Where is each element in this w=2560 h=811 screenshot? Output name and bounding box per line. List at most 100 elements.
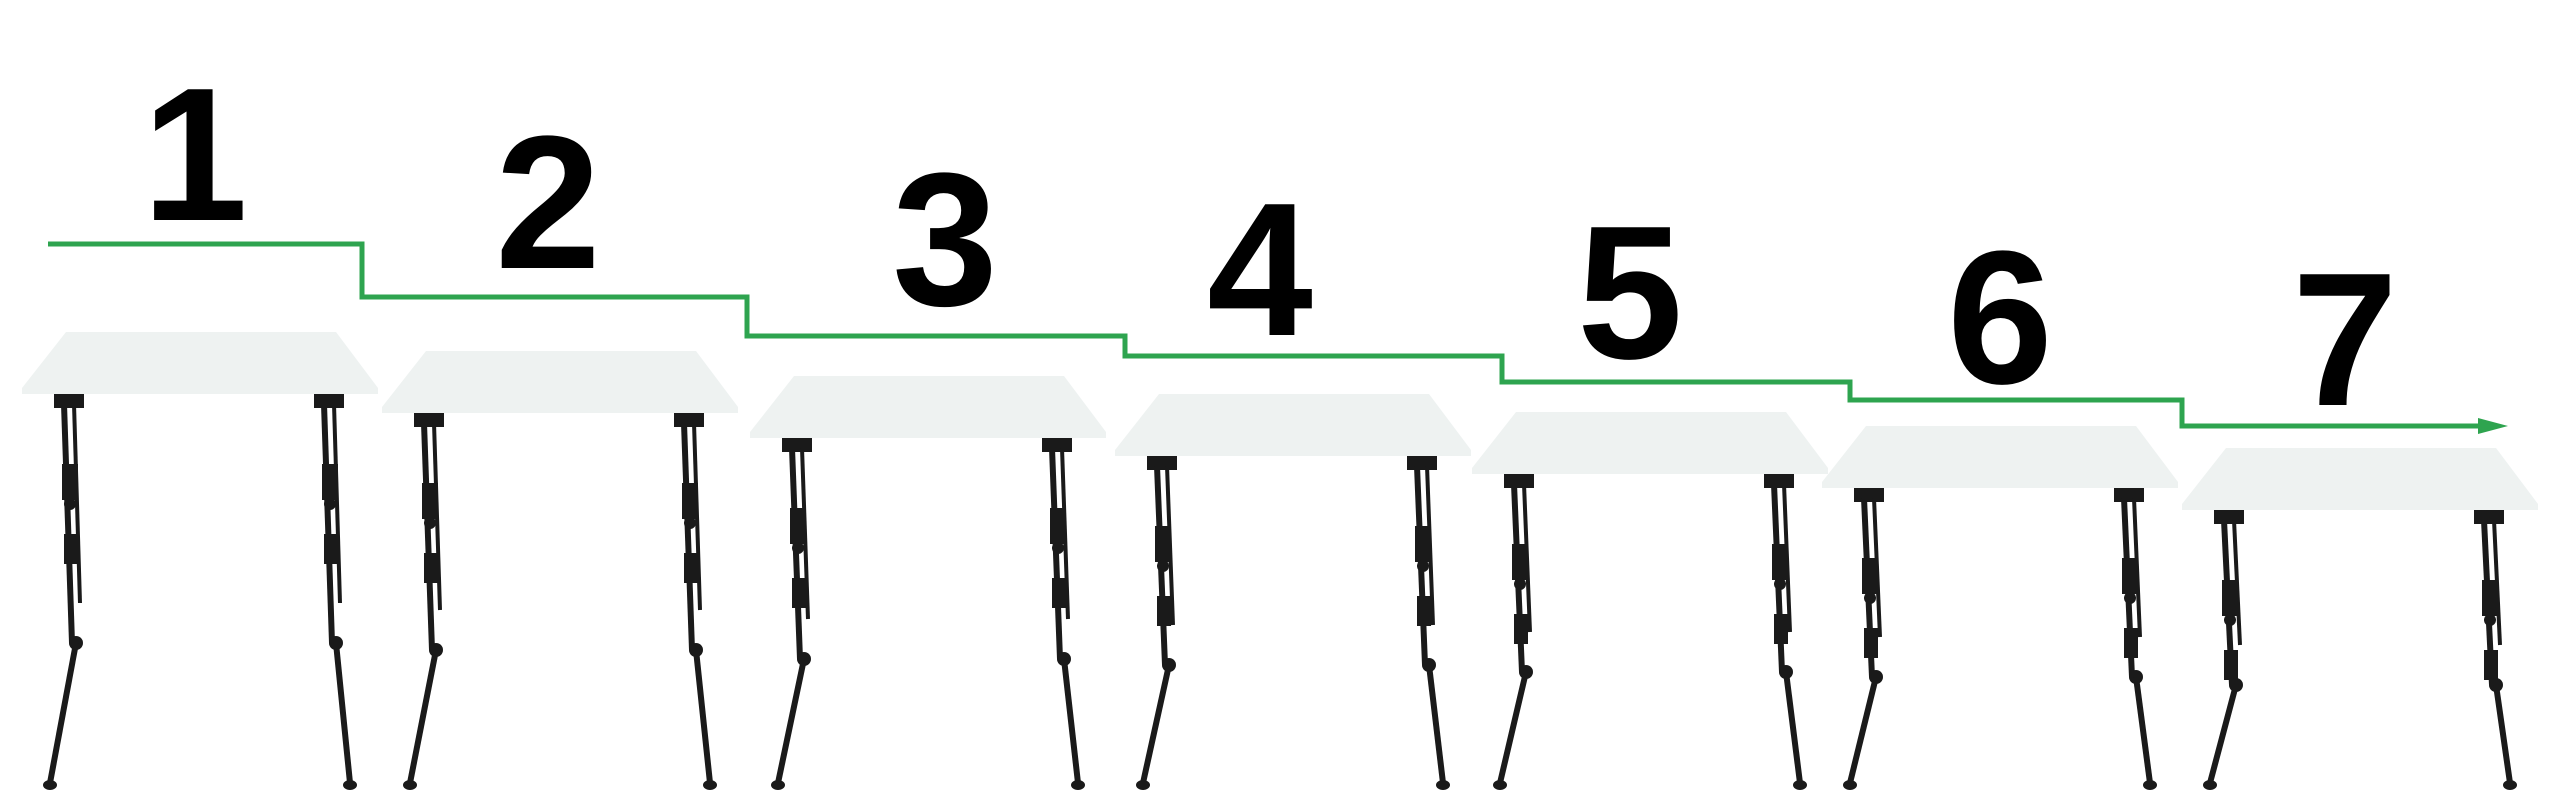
actuator bbox=[62, 464, 78, 500]
hip-bracket bbox=[1147, 456, 1177, 470]
actuator bbox=[682, 483, 698, 519]
step-number-1: 1 bbox=[142, 49, 248, 261]
thigh-rod bbox=[61, 403, 75, 644]
foot bbox=[1136, 780, 1150, 790]
platform-top bbox=[750, 376, 1106, 438]
hip-bracket bbox=[414, 413, 444, 427]
actuator bbox=[1862, 558, 1878, 594]
step-number-2: 2 bbox=[495, 97, 601, 309]
joint bbox=[1864, 592, 1876, 604]
hip-bracket bbox=[314, 394, 344, 408]
hip-bracket bbox=[1854, 488, 1884, 502]
shin bbox=[693, 649, 713, 784]
joint bbox=[1417, 560, 1429, 572]
foot bbox=[1071, 780, 1085, 790]
foot bbox=[771, 780, 785, 790]
foot bbox=[343, 780, 357, 790]
actuator bbox=[2482, 580, 2498, 616]
foot bbox=[2503, 780, 2517, 790]
shin bbox=[2493, 684, 2513, 784]
platform-top bbox=[1472, 412, 1828, 474]
hip-bracket bbox=[54, 394, 84, 408]
actuator bbox=[1774, 614, 1788, 644]
actuator bbox=[1417, 596, 1431, 626]
thigh-link bbox=[332, 403, 342, 604]
left-leg bbox=[1493, 474, 1534, 790]
foot bbox=[1493, 780, 1507, 790]
shin bbox=[2133, 676, 2153, 784]
actuator bbox=[1157, 596, 1171, 626]
right-leg bbox=[1407, 456, 1450, 790]
shin bbox=[1847, 676, 1879, 784]
platform-top bbox=[1115, 394, 1471, 456]
robot-frame-2 bbox=[382, 351, 738, 790]
step-number-3: 3 bbox=[892, 134, 998, 346]
shin bbox=[1140, 664, 1172, 784]
hip-bracket bbox=[674, 413, 704, 427]
actuator bbox=[424, 553, 438, 583]
actuator bbox=[2222, 580, 2238, 616]
joint bbox=[64, 498, 76, 510]
shin bbox=[1497, 671, 1529, 784]
actuator bbox=[422, 483, 438, 519]
robot-frames bbox=[22, 332, 2538, 790]
shin bbox=[407, 649, 439, 784]
hip-bracket bbox=[1407, 456, 1437, 470]
platform-top bbox=[2182, 448, 2538, 510]
foot bbox=[1843, 780, 1857, 790]
actuator bbox=[2124, 628, 2138, 658]
joint bbox=[1774, 578, 1786, 590]
joint bbox=[1514, 578, 1526, 590]
hip-bracket bbox=[2114, 488, 2144, 502]
left-leg bbox=[2203, 510, 2244, 790]
foot bbox=[403, 780, 417, 790]
step-path-line bbox=[48, 241, 2478, 429]
hip-bracket bbox=[2214, 510, 2244, 524]
left-leg bbox=[43, 394, 84, 790]
robot-frame-4 bbox=[1115, 394, 1471, 790]
right-leg bbox=[2114, 488, 2157, 790]
right-leg bbox=[2474, 510, 2517, 790]
joint bbox=[424, 517, 436, 529]
robot-frame-3 bbox=[750, 376, 1106, 790]
left-leg bbox=[1843, 488, 1884, 790]
foot bbox=[1793, 780, 1807, 790]
shin bbox=[1426, 664, 1446, 784]
platform-top bbox=[22, 332, 378, 394]
hip-bracket bbox=[1042, 438, 1072, 452]
thigh-rod bbox=[321, 403, 335, 644]
actuator bbox=[1050, 508, 1066, 544]
robot-frame-7 bbox=[2182, 448, 2538, 790]
hip-bracket bbox=[2474, 510, 2504, 524]
actuator bbox=[1155, 526, 1171, 562]
left-leg bbox=[1136, 456, 1177, 790]
foot bbox=[2143, 780, 2157, 790]
step-number-7: 7 bbox=[2292, 234, 2398, 446]
foot bbox=[1436, 780, 1450, 790]
actuator bbox=[64, 534, 78, 564]
actuator bbox=[790, 508, 806, 544]
robot-frame-1 bbox=[22, 332, 378, 790]
thigh-link bbox=[72, 403, 82, 604]
joint bbox=[1157, 560, 1169, 572]
right-leg bbox=[314, 394, 357, 790]
shin bbox=[2207, 684, 2239, 784]
actuator bbox=[1415, 526, 1431, 562]
shin bbox=[333, 642, 353, 784]
shin bbox=[1783, 671, 1803, 784]
joint bbox=[792, 542, 804, 554]
actuator bbox=[324, 534, 338, 564]
hip-bracket bbox=[782, 438, 812, 452]
left-leg bbox=[403, 413, 444, 790]
step-number-6: 6 bbox=[1947, 212, 2053, 424]
right-leg bbox=[1764, 474, 1807, 790]
thigh-rod bbox=[681, 422, 695, 651]
shin bbox=[47, 642, 79, 784]
shin bbox=[1061, 658, 1081, 784]
actuator bbox=[1514, 614, 1528, 644]
joint bbox=[2124, 592, 2136, 604]
actuator bbox=[2484, 650, 2498, 680]
joint bbox=[2484, 614, 2496, 626]
joint bbox=[684, 517, 696, 529]
